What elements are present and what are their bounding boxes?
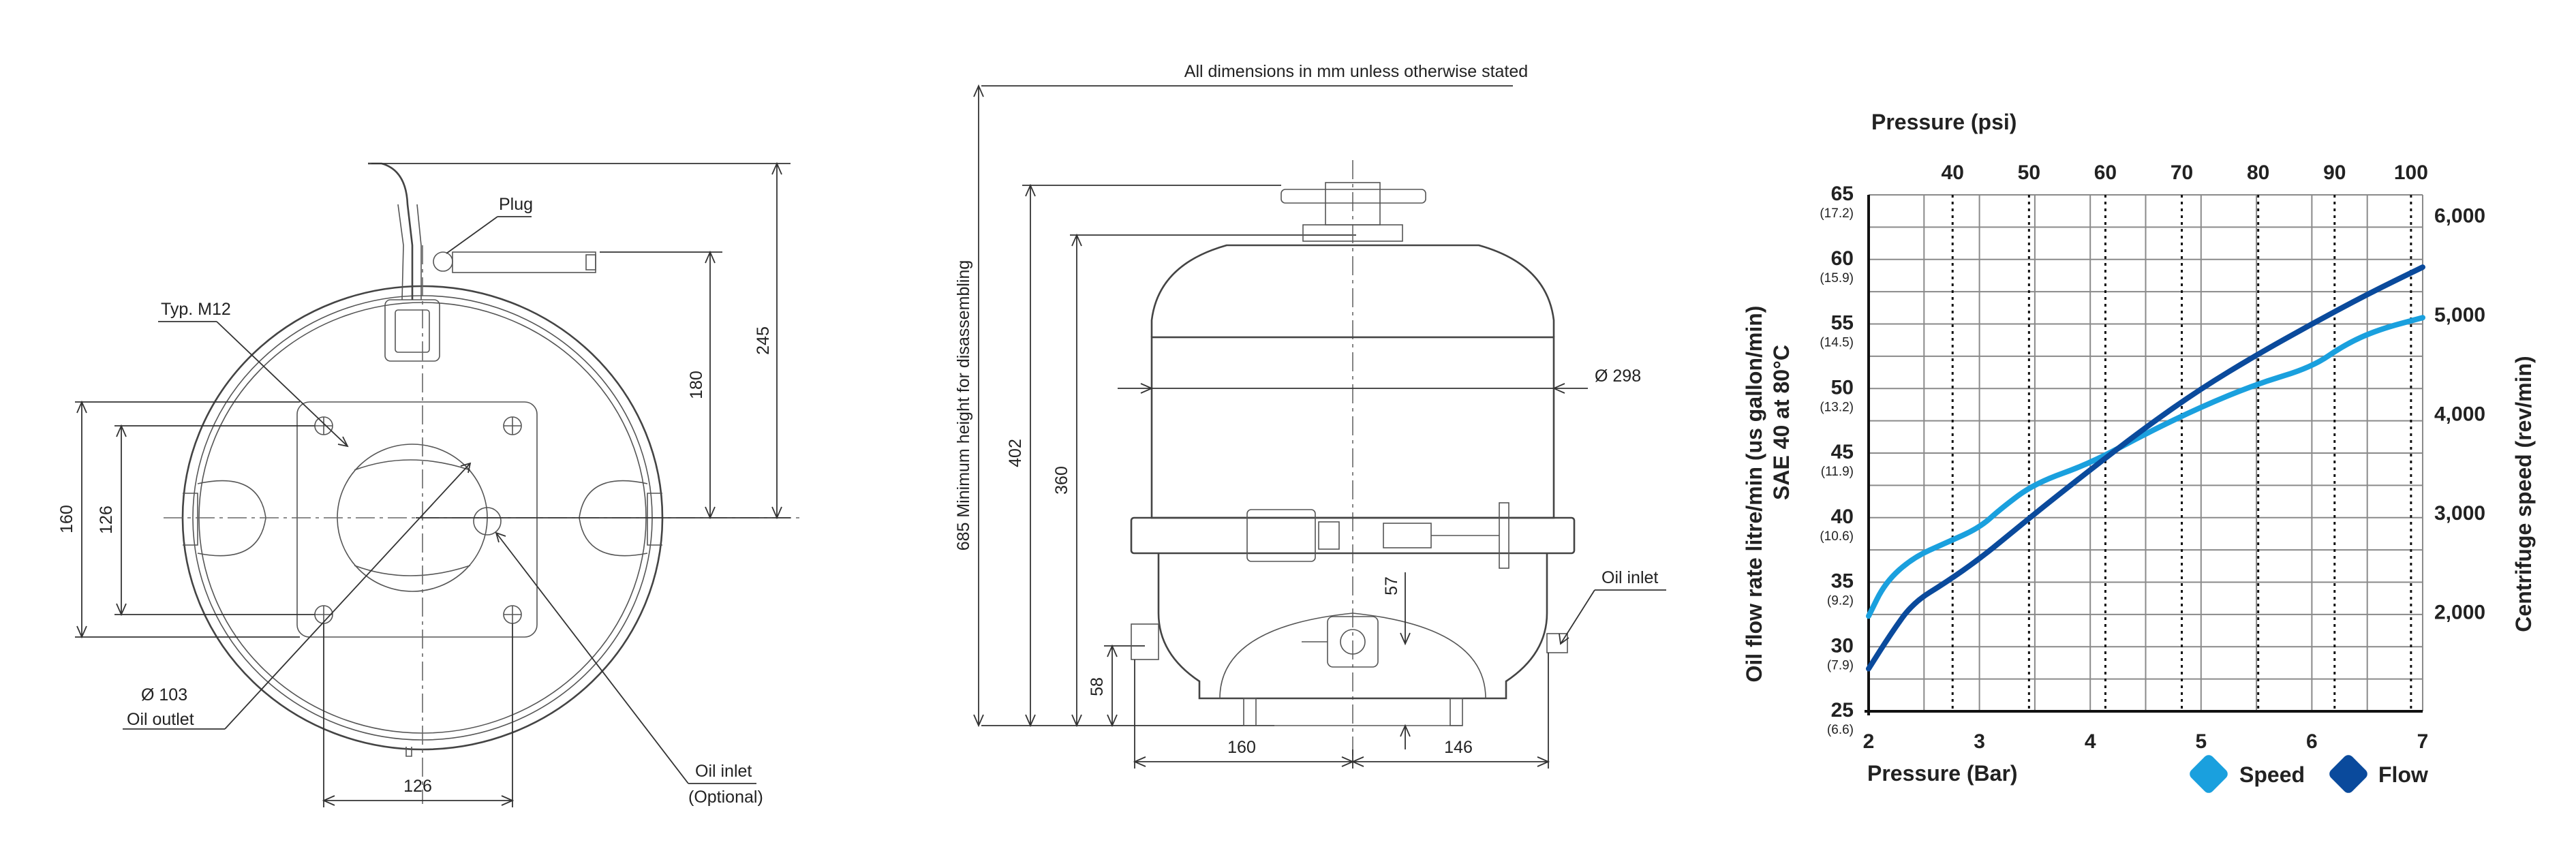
y-tick-label: 30 <box>1831 634 1854 657</box>
dim-146-side: 146 <box>1444 738 1473 757</box>
dim-160: 160 <box>57 505 76 533</box>
dim-160-side: 160 <box>1227 738 1256 757</box>
y-tick-sublabel: (13.2) <box>1820 400 1854 414</box>
dim-360: 360 <box>1052 466 1071 495</box>
y-tick-label: 50 <box>1831 376 1854 399</box>
legend-speed-swatch <box>2190 755 2228 793</box>
y2-tick-label: 6,000 <box>2434 204 2485 227</box>
top-tick-label: 90 <box>2323 161 2346 184</box>
dimensions-note: All dimensions in mm unless otherwise st… <box>1184 62 1528 81</box>
left-lug <box>183 493 198 546</box>
right-lug <box>647 493 662 546</box>
oil-inlet-port <box>473 507 502 536</box>
x-axis-label: Pressure (Bar) <box>1867 761 2018 786</box>
y-tick-sublabel: (17.2) <box>1820 206 1854 221</box>
y-tick-sublabel: (9.2) <box>1827 594 1854 608</box>
y2-axis-label: Centrifuge speed (rev/min) <box>2511 356 2536 632</box>
top-tick-label: 80 <box>2247 161 2269 184</box>
y-tick-label: 35 <box>1831 570 1854 593</box>
y2-tick-label: 3,000 <box>2434 502 2485 525</box>
legend: Speed Flow <box>2190 755 2428 793</box>
plug-label: Plug <box>499 195 533 214</box>
top-tick-label: 60 <box>2094 161 2117 184</box>
y-tick-label: 65 <box>1831 183 1854 205</box>
series-speed-line <box>1866 315 2425 619</box>
oil-outlet-label: Oil outlet <box>127 710 194 729</box>
chart-series <box>1866 264 2425 672</box>
side-oil-inlet-label: Oil inlet <box>1601 568 1658 587</box>
dim-126-vertical: 126 <box>97 506 116 534</box>
top-handle <box>1281 189 1426 204</box>
y-tick-sublabel: (6.6) <box>1827 723 1854 737</box>
legend-flow-label: Flow <box>2378 762 2428 787</box>
legend-speed-label: Speed <box>2239 762 2305 787</box>
dim-58: 58 <box>1088 677 1107 696</box>
y-tick-sublabel: (11.9) <box>1821 465 1854 479</box>
top-axis-label: Pressure (psi) <box>1871 110 2017 134</box>
plug <box>433 251 453 272</box>
dim-126-horizontal: 126 <box>403 777 432 796</box>
dim-402: 402 <box>1006 439 1025 467</box>
m12-label: Typ. M12 <box>161 300 231 319</box>
lower-body <box>1157 553 1548 700</box>
top-tick-label: 50 <box>2018 161 2040 184</box>
y-tick-sublabel: (15.9) <box>1820 271 1854 285</box>
y-tick-label: 25 <box>1831 699 1854 722</box>
x-tick-label: 6 <box>2306 730 2318 753</box>
series-flow-line <box>1866 264 2425 672</box>
y2-tick-label: 5,000 <box>2434 304 2485 326</box>
y-tick-label: 40 <box>1831 506 1854 528</box>
y-tick-sublabel: (10.6) <box>1820 529 1854 544</box>
dim-685: 685 Minimum height for disassembling <box>954 260 973 551</box>
front-view-drawing: 245 180 160 126 126 Plug Typ. M12 <box>57 161 804 807</box>
y-axis-sublabel: SAE 40 at 80°C <box>1769 345 1794 500</box>
oil-inlet-optional-sub: (Optional) <box>688 788 763 807</box>
top-tick-label: 70 <box>2171 161 2193 184</box>
oil-inlet-optional-label: Oil inlet <box>695 762 752 781</box>
dim-245: 245 <box>754 326 773 355</box>
x-tick-label: 3 <box>1974 730 1985 753</box>
y-tick-sublabel: (14.5) <box>1820 336 1854 350</box>
top-tick-label: 100 <box>2394 161 2428 184</box>
y-axis-label: Oil flow rate litre/min (us gallon/min) <box>1742 306 1766 683</box>
y-tick-label: 55 <box>1831 312 1854 335</box>
bowl-dome <box>1150 244 1555 337</box>
dim-180: 180 <box>687 371 706 399</box>
y2-tick-label: 2,000 <box>2434 601 2485 623</box>
x-tick-label: 7 <box>2417 730 2429 753</box>
sensor-cable <box>368 162 414 300</box>
legend-flow-swatch <box>2329 755 2367 793</box>
x-tick-label: 4 <box>2085 730 2096 753</box>
mounting-plate <box>296 401 538 638</box>
x-tick-label: 5 <box>2195 730 2207 753</box>
top-tick-label: 40 <box>1942 161 1964 184</box>
x-tick-label: 2 <box>1863 730 1875 753</box>
y-tick-label: 60 <box>1831 247 1854 270</box>
chart-grid <box>1865 194 2423 715</box>
clamp-band <box>1130 516 1576 555</box>
y2-tick-label: 4,000 <box>2434 403 2485 425</box>
y-tick-sublabel: (7.9) <box>1827 658 1854 672</box>
side-view-drawing: All dimensions in mm unless otherwise st… <box>954 62 1666 769</box>
oil-outlet-diameter: Ø 103 <box>141 685 187 704</box>
dim-57: 57 <box>1382 576 1401 595</box>
dim-298: Ø 298 <box>1595 367 1641 386</box>
y-tick-label: 45 <box>1831 441 1854 463</box>
